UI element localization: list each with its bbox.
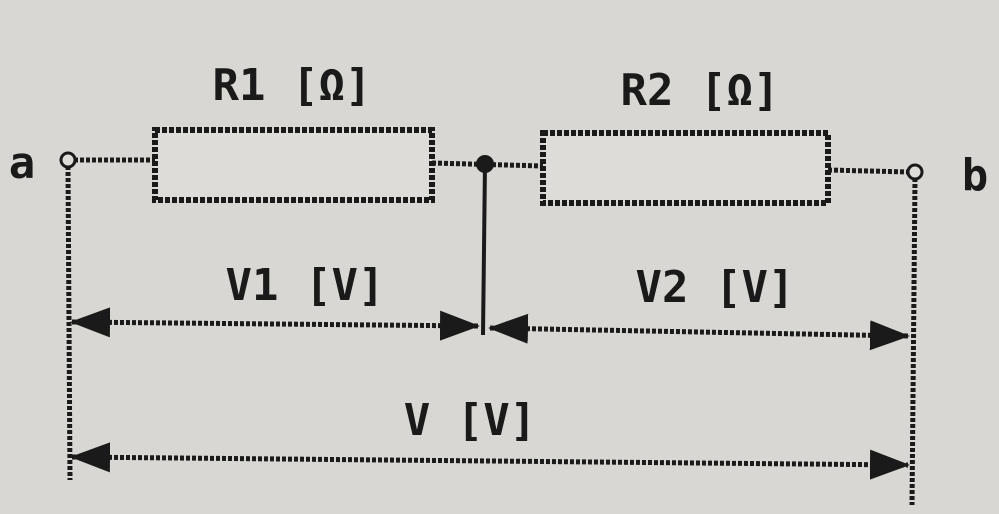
v1-label: V1 [V] — [226, 260, 385, 311]
wire-r2-b — [827, 167, 910, 175]
resistor-r1 — [152, 127, 435, 203]
v2-label: V2 [V] — [636, 262, 795, 313]
terminal-b-label: b — [962, 150, 989, 201]
junction-node — [476, 155, 494, 173]
terminal-a — [59, 151, 77, 169]
resistor-r2 — [540, 130, 831, 206]
terminal-a-label: a — [9, 138, 36, 189]
v2-arrow — [488, 313, 910, 351]
r2-label: R2 [Ω] — [621, 65, 780, 116]
r1-label: R1 [Ω] — [213, 60, 372, 111]
right-vertical-wire — [909, 177, 918, 506]
middle-vertical-line — [481, 162, 487, 336]
terminal-b — [906, 163, 924, 181]
v-arrow — [70, 442, 910, 480]
left-vertical-wire — [65, 165, 73, 481]
v-label: V [V] — [404, 395, 536, 446]
v1-arrow — [70, 307, 480, 341]
